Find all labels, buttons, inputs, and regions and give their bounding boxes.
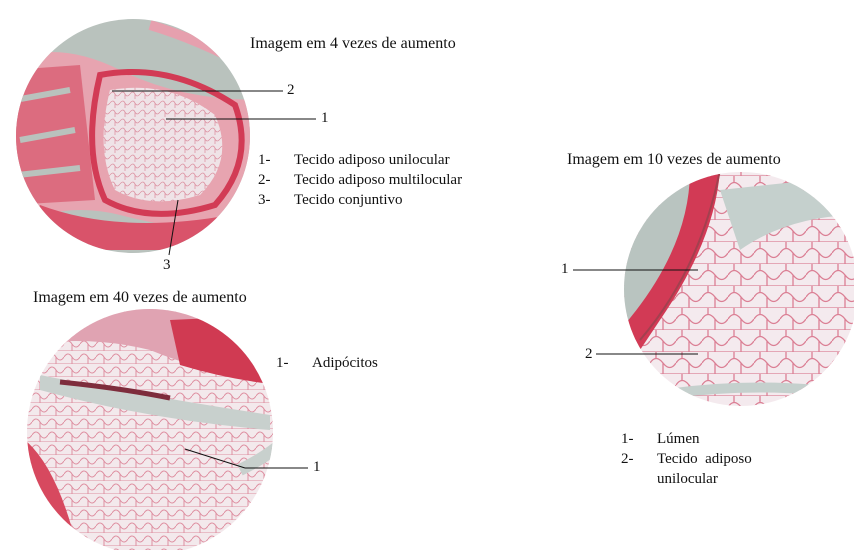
legend-item: 1-Lúmen <box>621 431 700 447</box>
legend-item: unilocular <box>657 471 718 487</box>
micrograph-10x <box>624 172 854 406</box>
legend-item: 3-Tecido conjuntivo <box>258 192 403 208</box>
leader-4x-3 <box>168 199 179 256</box>
callout-10x-2: 2 <box>585 346 593 362</box>
legend-item: 2-Tecido adiposo <box>621 451 752 467</box>
leader-lines <box>112 90 698 469</box>
callout-10x-1: 1 <box>561 261 569 277</box>
legend-item: 1-Adipócitos <box>276 355 378 371</box>
micrograph-4x <box>16 19 250 253</box>
callout-40x-1: 1 <box>313 459 321 475</box>
micrograph-40x <box>27 309 273 550</box>
legend-item: 2-Tecido adiposo multilocular <box>258 172 463 188</box>
callout-4x-2: 2 <box>287 82 295 98</box>
panel-10x-title: Imagem em 10 vezes de aumento <box>567 151 781 168</box>
callout-4x-3: 3 <box>163 257 171 273</box>
legend-10x: 1-Lúmen 2-Tecido adiposo unilocular <box>621 429 752 489</box>
callout-4x-1: 1 <box>321 110 329 126</box>
legend-40x: 1-Adipócitos <box>276 353 378 373</box>
panel-40x-title: Imagem em 40 vezes de aumento <box>33 289 247 306</box>
panel-4x-title: Imagem em 4 vezes de aumento <box>250 35 456 52</box>
leader-40x-1a <box>184 448 246 469</box>
legend-4x: 1-Tecido adiposo unilocular 2-Tecido adi… <box>258 150 462 210</box>
legend-item: 1-Tecido adiposo unilocular <box>258 152 450 168</box>
